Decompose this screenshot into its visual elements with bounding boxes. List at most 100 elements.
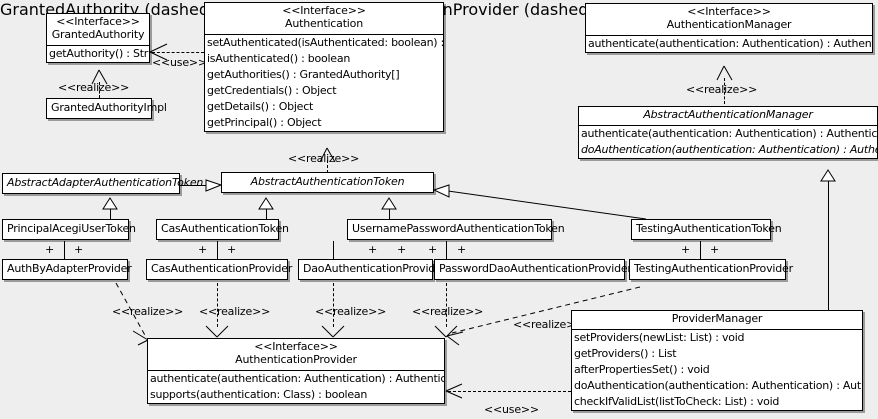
class-name: PasswordDaoAuthenticationProvider (439, 262, 632, 275)
class-header: PrincipalAcegiUserToken (3, 220, 136, 239)
label-use-provider-manager: <<use>> (484, 403, 539, 416)
line-password-dao-provider-realize (446, 283, 447, 327)
compartment-divider (586, 34, 872, 36)
operations-compartment: setAuthenticated(isAuthenticated: boolea… (205, 35, 443, 131)
assoc-plus: + (74, 243, 84, 256)
operation: authenticate(authentication: Authenticat… (581, 126, 877, 140)
operation: setProviders(newList: List) : void (574, 330, 745, 344)
class-dao-authentication-provider[interactable]: DaoAuthenticationProvider (298, 259, 446, 280)
class-name: CasAuthenticationToken (161, 222, 289, 235)
compartment-divider (148, 369, 444, 371)
assoc-plus: + (681, 243, 691, 256)
class-header: AuthByAdapterProvider (3, 260, 132, 279)
class-header: ProviderManager (572, 311, 862, 329)
compartment-divider (572, 328, 862, 330)
label-realize-cas-provider: <<realize>> (199, 305, 271, 318)
class-name: AbstractAdapterAuthenticationToken (7, 176, 204, 189)
operation: getDetails() : Object (207, 99, 314, 113)
class-stereotype: <<Interface>> (282, 4, 366, 17)
class-header: <<Interface>> AuthenticationProvider (148, 339, 444, 370)
class-name: GrantedAuthorityImpl (51, 101, 167, 114)
class-testing-authentication-token[interactable]: TestingAuthenticationToken (631, 219, 782, 240)
operations-compartment: authenticate(authentication: Authenticat… (148, 371, 444, 403)
operation: getAuthority() : String (49, 46, 149, 60)
class-name: AbstractAuthenticationManager (643, 108, 813, 121)
line-userpass-token-to-password-dao-provider (446, 241, 447, 259)
class-abstract-authentication-manager[interactable]: AbstractAuthenticationManager authentica… (578, 106, 878, 159)
class-testing-authentication-provider[interactable]: TestingAuthenticationProvider (629, 259, 793, 280)
class-granted-authority-impl[interactable]: GrantedAuthorityImpl (46, 98, 167, 119)
class-name: AbstractAuthenticationToken (250, 175, 405, 188)
class-username-password-authentication-token[interactable]: UsernamePasswordAuthenticationToken (347, 219, 565, 240)
operation: getPrincipal() : Object (207, 115, 322, 129)
class-header: <<Interface>> AuthenticationManager (586, 4, 872, 35)
class-name: TestingAuthenticationToken (636, 222, 782, 235)
line-abstract-manager-realize (724, 78, 725, 104)
class-name: Authentication (285, 16, 363, 30)
class-header: UsernamePasswordAuthenticationToken (348, 220, 565, 239)
operations-compartment: getAuthority() : String (47, 46, 149, 62)
line-adapter-token-to-abstract-token (180, 185, 207, 186)
class-provider-manager[interactable]: ProviderManager setProviders(newList: Li… (571, 310, 863, 411)
class-cas-authentication-provider[interactable]: CasAuthenticationProvider (146, 259, 293, 280)
class-header: <<Interface>> GrantedAuthority (47, 14, 149, 45)
operation: setAuthenticated(isAuthenticated: boolea… (207, 35, 443, 49)
class-stereotype: <<Interface>> (56, 15, 140, 28)
class-stereotype: <<Interface>> (687, 5, 771, 18)
line-cas-token-generalization (266, 209, 267, 220)
compartment-divider (579, 124, 877, 126)
class-header: AbstractAuthenticationToken (222, 173, 433, 192)
class-authentication-manager[interactable]: <<Interface>> AuthenticationManager auth… (585, 3, 873, 53)
assoc-plus: + (227, 243, 237, 256)
operation: doAuthentication(authentication: Authent… (581, 142, 877, 156)
class-password-dao-authentication-provider[interactable]: PasswordDaoAuthenticationProvider (434, 259, 632, 280)
class-abstract-authentication-token[interactable]: AbstractAuthenticationToken (221, 172, 434, 193)
class-stereotype: <<Interface>> (254, 340, 338, 353)
line-provider-manager-use (448, 391, 571, 392)
class-header: TestingAuthenticationToken (632, 220, 782, 239)
line-userpass-token-generalization (389, 209, 390, 220)
label-realize-granted-authority-impl: <<realize>> (58, 81, 130, 94)
operation: checkIfValidList(listToCheck: List) : vo… (574, 394, 780, 408)
class-header: AbstractAuthenticationManager (579, 107, 877, 125)
line-provider-manager-generalization (828, 181, 829, 310)
class-name: AuthByAdapterProvider (7, 262, 132, 275)
line-principal-token-to-auth-by-adapter (64, 241, 65, 259)
class-abstract-adapter-authentication-token[interactable]: AbstractAdapterAuthenticationToken (2, 173, 204, 194)
operation: doAuthentication(authentication: Authent… (574, 378, 862, 392)
label-use-granted-authority: <<use>> (152, 56, 207, 69)
class-header: <<Interface>> Authentication (205, 3, 443, 34)
line-cas-provider-realize (217, 283, 218, 327)
operation: supports(authentication: Class) : boolea… (150, 387, 368, 401)
assoc-plus: + (457, 243, 467, 256)
line-userpass-token-to-dao-provider (333, 241, 334, 259)
assoc-plus: + (368, 243, 378, 256)
class-header: GrantedAuthorityImpl (47, 99, 167, 118)
operation: isAuthenticated() : boolean (207, 51, 351, 65)
line-testing-token-to-testing-provider (700, 241, 701, 259)
operation: authenticate(authentication: Authenticat… (588, 36, 872, 50)
line-cas-token-to-cas-provider (217, 241, 218, 259)
class-granted-authority[interactable]: <<Interface>> GrantedAuthority getAuthor… (46, 13, 150, 63)
class-authentication-provider[interactable]: <<Interface>> AuthenticationProvider aut… (147, 338, 445, 404)
class-name: GrantedAuthority (51, 27, 145, 41)
class-name: DaoAuthenticationProvider (303, 262, 446, 275)
class-authentication[interactable]: <<Interface>> Authentication setAuthenti… (204, 2, 444, 132)
class-principal-acegi-user-token[interactable]: PrincipalAcegiUserToken (2, 219, 136, 240)
operation: authenticate(authentication: Authenticat… (150, 371, 444, 385)
line-principal-token-generalization (110, 209, 111, 220)
class-name: AuthenticationManager (666, 17, 792, 31)
operations-compartment: authenticate(authentication: Authenticat… (579, 126, 877, 158)
label-realize-authentication: <<realize>> (288, 152, 360, 165)
class-header: CasAuthenticationToken (157, 220, 289, 239)
class-auth-by-adapter-provider[interactable]: AuthByAdapterProvider (2, 259, 132, 280)
operation: getProviders() : List (574, 346, 677, 360)
label-realize-authentication-manager: <<realize>> (686, 83, 758, 96)
class-cas-authentication-token[interactable]: CasAuthenticationToken (156, 219, 289, 240)
line-dao-provider-realize (333, 283, 334, 327)
assoc-plus: + (710, 243, 720, 256)
class-header: TestingAuthenticationProvider (630, 260, 793, 279)
operations-compartment: authenticate(authentication: Authenticat… (586, 36, 872, 52)
class-name: CasAuthenticationProvider (151, 262, 293, 275)
